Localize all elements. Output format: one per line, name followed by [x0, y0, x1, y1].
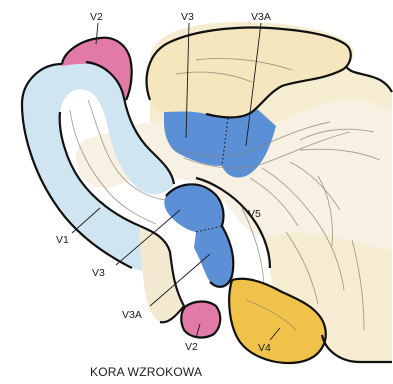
- label-v3-mid: V3: [92, 267, 105, 279]
- label-v3-top: V3: [181, 11, 194, 23]
- label-v5: V5: [248, 208, 261, 220]
- lower-gyrus: [139, 226, 184, 322]
- label-v1: V1: [56, 234, 69, 246]
- label-v2-bottom: V2: [185, 341, 198, 353]
- label-v3a-top: V3A: [251, 11, 271, 23]
- diagram-caption: KORA WZROKOWA: [90, 365, 202, 379]
- label-v4: V4: [258, 342, 271, 354]
- label-v2-top: V2: [90, 11, 103, 23]
- label-v3a-bottom: V3A: [122, 309, 142, 321]
